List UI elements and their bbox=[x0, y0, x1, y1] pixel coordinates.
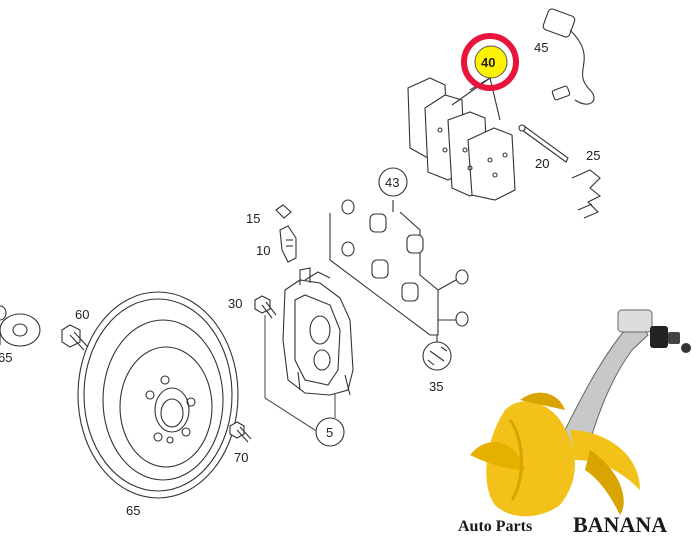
label-30: 30 bbox=[228, 296, 242, 311]
guide-kit-43[interactable] bbox=[329, 199, 469, 336]
caliper-bracket-lines bbox=[264, 315, 336, 433]
spring-25-part[interactable] bbox=[571, 169, 602, 219]
label-40: 40 bbox=[481, 55, 495, 70]
brand-name: BANANA bbox=[573, 512, 667, 537]
label-5: 5 bbox=[326, 425, 333, 440]
service-symbol-35 bbox=[422, 341, 452, 371]
label-65-left: 65 bbox=[0, 350, 12, 365]
label-25: 25 bbox=[586, 148, 600, 163]
bleeder-valve-part[interactable] bbox=[275, 204, 297, 263]
highlighted-callout-40[interactable] bbox=[461, 33, 519, 91]
label-70: 70 bbox=[234, 450, 248, 465]
bolt-30-part[interactable] bbox=[254, 295, 277, 319]
label-10: 10 bbox=[256, 243, 270, 258]
callout-5-circle bbox=[315, 417, 345, 447]
pin-20-part[interactable] bbox=[518, 124, 569, 163]
bolt-60-part[interactable] bbox=[0, 305, 89, 351]
bolt-70-part[interactable] bbox=[229, 421, 252, 443]
banana-logo: Auto Parts BANANA bbox=[458, 309, 691, 537]
label-45: 45 bbox=[534, 40, 548, 55]
brand-prefix: Auto Parts bbox=[458, 518, 532, 535]
callout-43-circle bbox=[378, 167, 408, 197]
label-65: 65 bbox=[126, 503, 140, 518]
caliper-part[interactable] bbox=[282, 267, 354, 396]
label-15: 15 bbox=[246, 211, 260, 226]
wear-sensor-part[interactable] bbox=[542, 8, 595, 105]
label-43: 43 bbox=[385, 175, 399, 190]
brake-disc-part[interactable] bbox=[77, 291, 239, 499]
label-20: 20 bbox=[535, 156, 549, 171]
label-60: 60 bbox=[75, 307, 89, 322]
label-35: 35 bbox=[429, 379, 443, 394]
brake-pads-part[interactable] bbox=[407, 77, 516, 201]
